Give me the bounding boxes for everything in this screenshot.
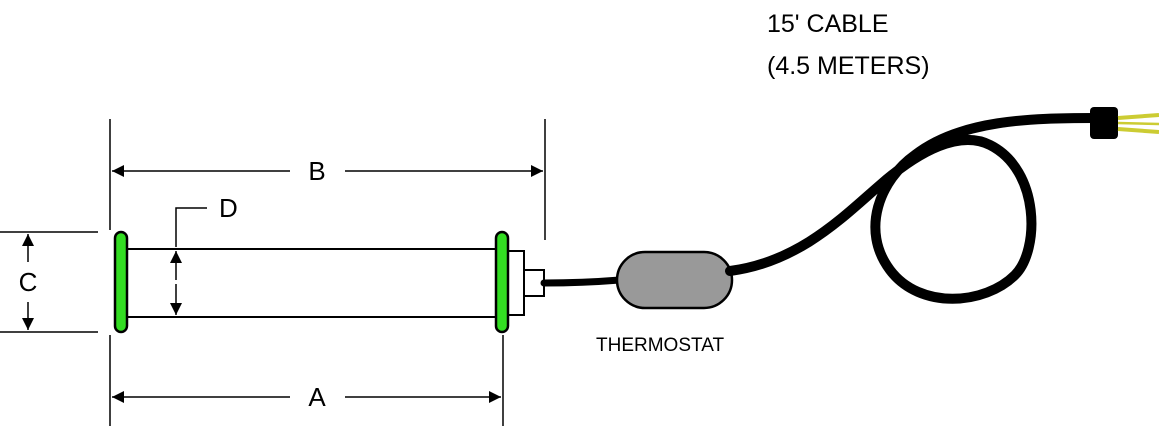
plug (1090, 107, 1159, 139)
thermostat-label: THERMOSTAT (596, 335, 724, 356)
power-cable (725, 107, 1159, 304)
dim-b-label: B (308, 156, 325, 186)
dim-a-label: A (308, 382, 326, 412)
dimension-b: B (109, 119, 546, 240)
heater-tube (113, 230, 545, 334)
plug-prong-top (1117, 113, 1159, 120)
tube-end-fitting (507, 250, 525, 316)
plug-prong-middle (1117, 121, 1159, 126)
end-cap-right (494, 230, 510, 334)
cable-length-line1: 15' CABLE (767, 10, 889, 38)
dim-d-leader (175, 207, 207, 247)
dim-d-label: D (219, 193, 238, 223)
plug-body (1090, 107, 1118, 139)
thermostat-body (615, 250, 734, 310)
cable-length-line2: (4.5 METERS) (767, 52, 930, 80)
end-cap-left (113, 230, 129, 334)
cable-to-thermostat (540, 276, 624, 287)
dimension-a: A (109, 335, 504, 426)
dimension-c: C (0, 231, 98, 333)
dim-c-label: C (19, 267, 38, 297)
plug-prong-bottom (1117, 127, 1159, 134)
cable-coil-path (725, 113, 1100, 304)
dimension-d: D (170, 193, 238, 315)
